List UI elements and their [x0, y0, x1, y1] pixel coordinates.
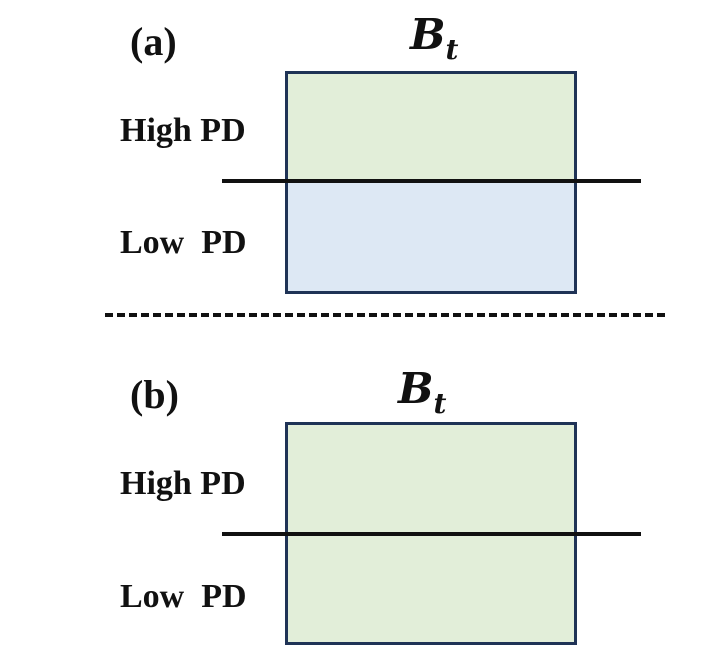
panel-b-high-region [288, 425, 574, 534]
panel-b-low-pd-label: Low PD [120, 578, 247, 615]
panel-separator [105, 313, 665, 317]
panel-a-title-main: B [410, 10, 446, 59]
panel-a-title: Bt [410, 14, 458, 71]
panel-a-box [285, 71, 577, 294]
panel-b-label: (b) [130, 372, 179, 417]
panel-a-high-pd-label: High PD [120, 112, 246, 149]
panel-a-divider-line [222, 179, 641, 183]
panel-a-high-region [288, 74, 574, 183]
panel-b-title-subscript: t [433, 387, 447, 420]
panel-a-low-pd-label: Low PD [120, 224, 247, 261]
panel-a-low-region [288, 182, 574, 291]
panel-a-label: (a) [130, 19, 177, 64]
panel-b-divider-line [222, 532, 641, 536]
panel-b-title: Bt [398, 368, 446, 425]
panel-b-low-region [288, 533, 574, 642]
panel-b-title-main: B [398, 364, 434, 413]
panel-a-title-subscript: t [445, 33, 459, 66]
panel-b-high-pd-label: High PD [120, 465, 246, 502]
panel-b-box [285, 422, 577, 645]
